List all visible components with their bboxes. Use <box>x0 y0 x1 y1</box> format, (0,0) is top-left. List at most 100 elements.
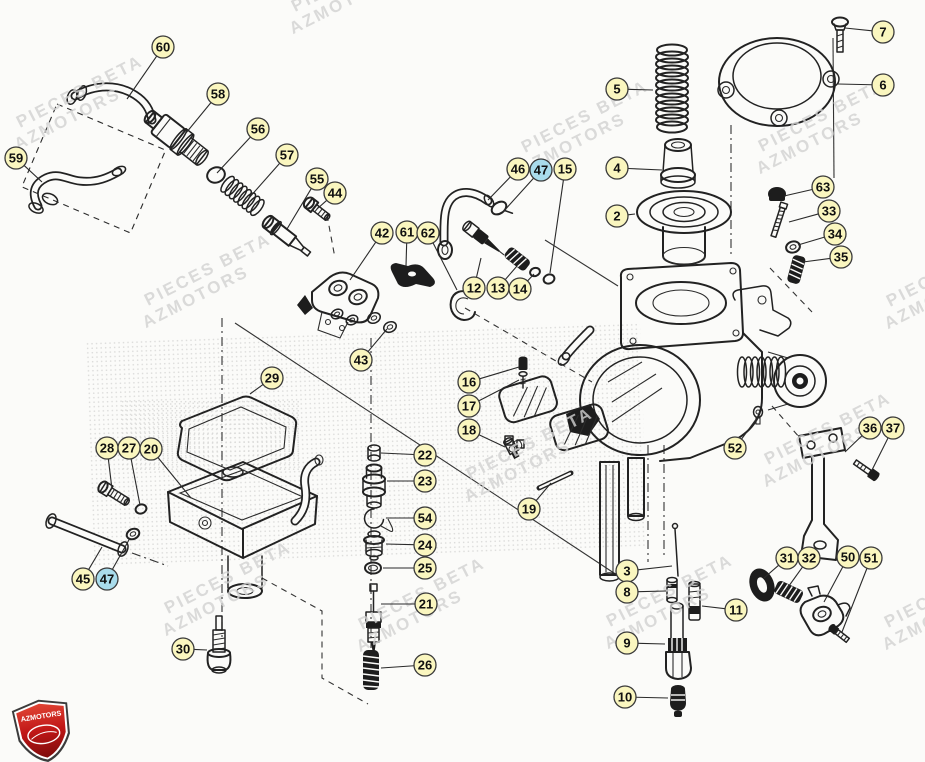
callout-25[interactable]: 25 <box>413 556 437 580</box>
callout-circle[interactable] <box>151 35 175 59</box>
callout-circle[interactable] <box>370 221 394 245</box>
callout-11[interactable]: 11 <box>724 598 748 622</box>
callout-58[interactable]: 58 <box>206 82 230 106</box>
callout-circle[interactable] <box>457 418 481 442</box>
callout-circle[interactable] <box>349 348 373 372</box>
callout-circle[interactable] <box>871 20 895 44</box>
callout-60[interactable]: 60 <box>151 35 175 59</box>
callout-18[interactable]: 18 <box>457 418 481 442</box>
callout-circle[interactable] <box>4 146 28 170</box>
callout-circle[interactable] <box>260 366 284 390</box>
callout-circle[interactable] <box>413 533 437 557</box>
callout-32[interactable]: 32 <box>797 546 821 570</box>
callout-15[interactable]: 15 <box>553 157 577 181</box>
callout-circle[interactable] <box>615 580 639 604</box>
callout-30[interactable]: 30 <box>171 637 195 661</box>
callout-4[interactable]: 4 <box>605 156 629 180</box>
callout-circle[interactable] <box>529 158 553 182</box>
callout-circle[interactable] <box>859 546 883 570</box>
callout-circle[interactable] <box>305 167 329 191</box>
callout-circle[interactable] <box>414 592 438 616</box>
callout-2[interactable]: 2 <box>605 204 629 228</box>
callout-37[interactable]: 37 <box>881 416 905 440</box>
callout-circle[interactable] <box>508 277 532 301</box>
callout-26[interactable]: 26 <box>413 653 437 677</box>
callout-circle[interactable] <box>724 598 748 622</box>
callout-circle[interactable] <box>605 204 629 228</box>
callout-circle[interactable] <box>613 685 637 709</box>
callout-55[interactable]: 55 <box>305 167 329 191</box>
callout-57[interactable]: 57 <box>275 143 299 167</box>
callout-circle[interactable] <box>413 469 437 493</box>
callout-circle[interactable] <box>517 497 541 521</box>
callout-52[interactable]: 52 <box>723 436 747 460</box>
callout-45[interactable]: 45 <box>71 567 95 591</box>
callout-circle[interactable] <box>605 156 629 180</box>
callout-circle[interactable] <box>413 556 437 580</box>
callout-7[interactable]: 7 <box>871 20 895 44</box>
callout-circle[interactable] <box>457 394 481 418</box>
callout-6[interactable]: 6 <box>871 73 895 97</box>
callout-circle[interactable] <box>797 546 821 570</box>
callout-circle[interactable] <box>836 545 860 569</box>
callout-35[interactable]: 35 <box>829 245 853 269</box>
callout-61[interactable]: 61 <box>395 220 419 244</box>
callout-59[interactable]: 59 <box>4 146 28 170</box>
callout-13[interactable]: 13 <box>486 276 510 300</box>
callout-circle[interactable] <box>413 443 437 467</box>
callout-5[interactable]: 5 <box>605 77 629 101</box>
callout-54[interactable]: 54 <box>413 506 437 530</box>
callout-12[interactable]: 12 <box>462 276 486 300</box>
callout-circle[interactable] <box>858 416 882 440</box>
callout-36[interactable]: 36 <box>858 416 882 440</box>
callout-circle[interactable] <box>723 436 747 460</box>
callout-20[interactable]: 20 <box>139 437 163 461</box>
callout-circle[interactable] <box>615 631 639 655</box>
callout-circle[interactable] <box>506 157 530 181</box>
callout-circle[interactable] <box>823 222 847 246</box>
callout-3[interactable]: 3 <box>615 559 639 583</box>
callout-29[interactable]: 29 <box>260 366 284 390</box>
callout-circle[interactable] <box>171 637 195 661</box>
callout-circle[interactable] <box>71 567 95 591</box>
callout-19[interactable]: 19 <box>517 497 541 521</box>
callout-10[interactable]: 10 <box>613 685 637 709</box>
callout-31[interactable]: 31 <box>775 546 799 570</box>
callout-circle[interactable] <box>811 175 835 199</box>
callout-51[interactable]: 51 <box>859 546 883 570</box>
callout-circle[interactable] <box>605 77 629 101</box>
callout-63[interactable]: 63 <box>811 175 835 199</box>
callout-27[interactable]: 27 <box>117 436 141 460</box>
callout-47-highlighted[interactable]: 47 <box>95 567 119 591</box>
callout-24[interactable]: 24 <box>413 533 437 557</box>
callout-47-highlighted[interactable]: 47 <box>529 158 553 182</box>
callout-circle[interactable] <box>829 245 853 269</box>
callout-circle[interactable] <box>817 199 841 223</box>
callout-34[interactable]: 34 <box>823 222 847 246</box>
callout-8[interactable]: 8 <box>615 580 639 604</box>
callout-circle[interactable] <box>206 82 230 106</box>
callout-circle[interactable] <box>275 143 299 167</box>
callout-9[interactable]: 9 <box>615 631 639 655</box>
callout-33[interactable]: 33 <box>817 199 841 223</box>
callout-circle[interactable] <box>416 221 440 245</box>
callout-circle[interactable] <box>95 567 119 591</box>
callout-circle[interactable] <box>413 506 437 530</box>
callout-circle[interactable] <box>462 276 486 300</box>
callout-42[interactable]: 42 <box>370 221 394 245</box>
callout-16[interactable]: 16 <box>457 370 481 394</box>
callout-21[interactable]: 21 <box>414 592 438 616</box>
callout-circle[interactable] <box>246 117 270 141</box>
callout-46[interactable]: 46 <box>506 157 530 181</box>
callout-circle[interactable] <box>323 181 347 205</box>
callout-43[interactable]: 43 <box>349 348 373 372</box>
callout-14[interactable]: 14 <box>508 277 532 301</box>
callout-28[interactable]: 28 <box>95 436 119 460</box>
callout-44[interactable]: 44 <box>323 181 347 205</box>
callout-62[interactable]: 62 <box>416 221 440 245</box>
callout-50[interactable]: 50 <box>836 545 860 569</box>
callout-circle[interactable] <box>881 416 905 440</box>
callout-circle[interactable] <box>413 653 437 677</box>
callout-56[interactable]: 56 <box>246 117 270 141</box>
callout-circle[interactable] <box>871 73 895 97</box>
